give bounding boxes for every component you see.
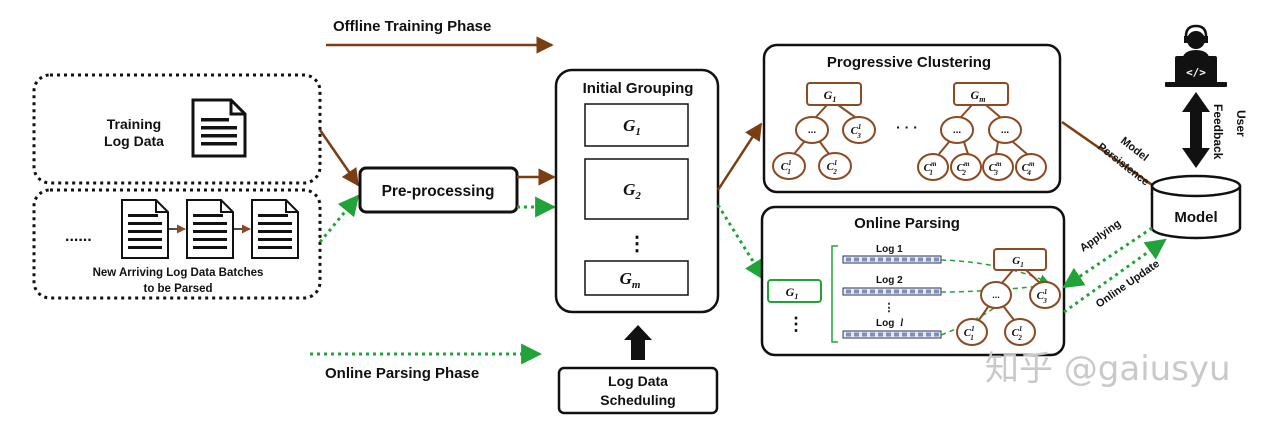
legend-online: Online Parsing Phase bbox=[310, 343, 543, 382]
svg-text:G1: G1 bbox=[623, 116, 641, 138]
online-group-node bbox=[767, 279, 822, 303]
svg-text:Log Data: Log Data bbox=[608, 373, 668, 389]
developer-user-icon: </> bbox=[1165, 24, 1227, 87]
svg-text:C12: C12 bbox=[827, 159, 838, 176]
svg-text:C11: C11 bbox=[781, 159, 791, 176]
watermark: 知乎 @gaiusyu bbox=[985, 349, 1231, 389]
svg-text:⋮: ⋮ bbox=[787, 314, 805, 334]
arriving-batches-box: ...... New Arriving Log Data Batches to … bbox=[32, 188, 322, 300]
svg-text:G2: G2 bbox=[623, 180, 641, 202]
svg-text:C11: C11 bbox=[964, 325, 974, 342]
svg-text:⋮: ⋮ bbox=[627, 233, 647, 255]
user-feedback-arrow bbox=[1182, 92, 1210, 168]
document-icon bbox=[191, 98, 247, 158]
log-entry-bar bbox=[842, 330, 942, 339]
svg-text:Log Data: Log Data bbox=[104, 133, 164, 149]
svg-text:to be Parsed: to be Parsed bbox=[143, 283, 212, 295]
training-log-data-box: Training Log Data bbox=[32, 73, 322, 185]
svg-text:Feedback: Feedback bbox=[1211, 104, 1225, 160]
svg-text:· · ·: · · · bbox=[896, 119, 918, 135]
svg-text:...: ... bbox=[1001, 125, 1010, 136]
svg-text:Training: Training bbox=[107, 116, 161, 132]
svg-text:G1: G1 bbox=[1012, 255, 1023, 269]
svg-text:C13: C13 bbox=[851, 123, 862, 140]
svg-text:Model: Model bbox=[1174, 209, 1217, 226]
preprocessing-box: Pre-processing bbox=[358, 166, 519, 214]
log-data-scheduling-box: Log Data Scheduling bbox=[557, 366, 719, 415]
svg-text:......: ...... bbox=[65, 228, 92, 245]
svg-text:Offline Training Phase: Offline Training Phase bbox=[333, 18, 491, 35]
log-entry-bar bbox=[842, 287, 942, 296]
svg-text:Cm1: Cm1 bbox=[924, 160, 937, 177]
svg-text:Log 1: Log 1 bbox=[876, 244, 903, 255]
svg-text:G1: G1 bbox=[824, 88, 837, 104]
svg-text:New Arriving Log Data Batches: New Arriving Log Data Batches bbox=[93, 267, 264, 279]
svg-text:Progressive Clustering: Progressive Clustering bbox=[827, 54, 991, 71]
svg-text:⋮: ⋮ bbox=[884, 302, 895, 314]
document-icon bbox=[186, 199, 234, 259]
legend-offline: Offline Training Phase bbox=[326, 18, 554, 54]
svg-text:User: User bbox=[1234, 110, 1248, 137]
svg-text:Cm2: Cm2 bbox=[957, 160, 970, 177]
svg-text:Cm3: Cm3 bbox=[989, 160, 1002, 177]
document-icon bbox=[251, 199, 299, 259]
svg-text:...: ... bbox=[808, 125, 817, 136]
log-entry-bar bbox=[842, 255, 942, 264]
svg-text:</>: </> bbox=[1186, 66, 1206, 79]
svg-text:...: ... bbox=[953, 125, 962, 136]
initial-grouping-box: Initial Grouping G1 G2 ⋮ Gm bbox=[554, 68, 720, 314]
svg-text:Cm4: Cm4 bbox=[1022, 160, 1035, 177]
svg-text:Gm: Gm bbox=[971, 88, 986, 104]
svg-text:C12: C12 bbox=[1012, 325, 1023, 342]
svg-text:Pre-processing: Pre-processing bbox=[382, 183, 495, 200]
svg-text:...: ... bbox=[992, 290, 1000, 300]
document-icon bbox=[121, 199, 169, 259]
svg-text:Scheduling: Scheduling bbox=[600, 392, 675, 408]
up-arrow-icon bbox=[624, 325, 652, 360]
svg-text:Gm: Gm bbox=[620, 269, 641, 291]
svg-text:Log 2: Log 2 bbox=[876, 275, 903, 286]
svg-text:Online Parsing Phase: Online Parsing Phase bbox=[325, 365, 479, 382]
svg-text:C13: C13 bbox=[1037, 288, 1048, 305]
svg-text:Applying: Applying bbox=[1078, 218, 1123, 255]
model-database: Model bbox=[1150, 174, 1242, 240]
svg-text:Initial Grouping: Initial Grouping bbox=[583, 80, 694, 97]
svg-text:G1: G1 bbox=[786, 285, 799, 301]
svg-text:Online Parsing: Online Parsing bbox=[854, 215, 960, 232]
